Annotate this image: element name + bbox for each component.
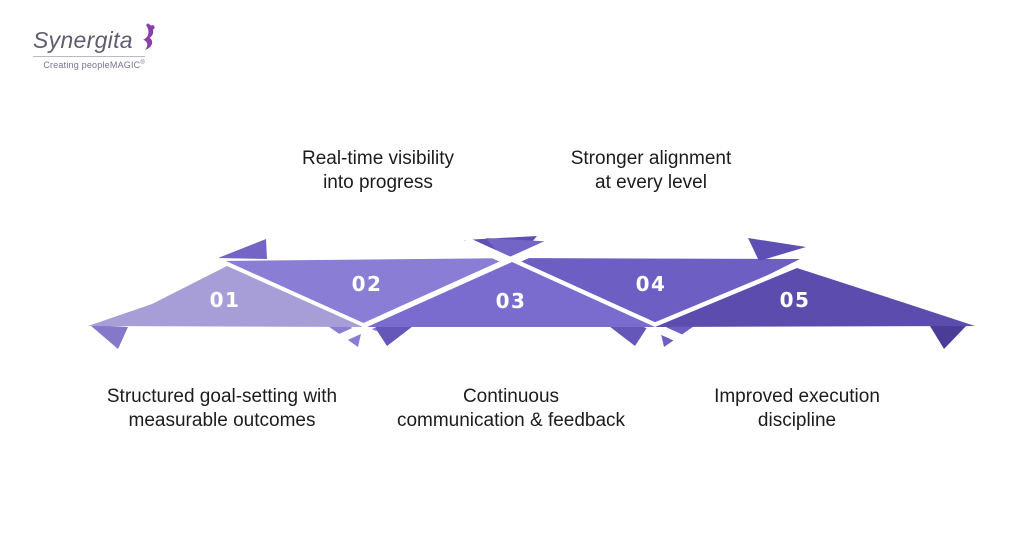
- synergita-swirl-icon: [143, 23, 155, 50]
- label-step3: Continuous communication & feedback: [396, 386, 626, 431]
- step-number-02: 02: [352, 272, 383, 296]
- arrow-05-tail-fold: [930, 324, 968, 349]
- label-step4: Stronger alignment at every level: [570, 148, 732, 193]
- label-step5: Improved execution discipline: [714, 386, 880, 431]
- step-number-04: 04: [636, 272, 667, 296]
- logo-tagline: Creating peopleMAGIC®: [43, 60, 145, 70]
- arrow-02-body: [220, 258, 528, 331]
- registered-mark: ®: [140, 60, 145, 66]
- label-step1: Structured goal-setting with measurable …: [106, 386, 338, 431]
- label-step2: Real-time visibility into progress: [301, 148, 455, 193]
- valley1-dark-wing: [372, 323, 417, 346]
- synergita-logo: Synergita Creating peopleMAGIC®: [33, 22, 155, 70]
- arrow-05-body: [655, 268, 975, 327]
- arrow-02-head-wing: [218, 239, 267, 259]
- brand-name: Synergita: [33, 27, 133, 53]
- step-number-03: 03: [496, 289, 527, 313]
- valley2-dark-wing: [605, 323, 650, 346]
- arrow-01-body: [88, 266, 363, 327]
- logo-divider: [33, 56, 145, 57]
- step-number-01: 01: [210, 288, 241, 312]
- arrow-04-body: [500, 258, 800, 330]
- arrow-04-tail-wing: [748, 238, 806, 261]
- step-number-05: 05: [780, 288, 811, 312]
- arrow-03-body: [367, 262, 655, 327]
- arrow-01-tail-fold: [90, 325, 128, 349]
